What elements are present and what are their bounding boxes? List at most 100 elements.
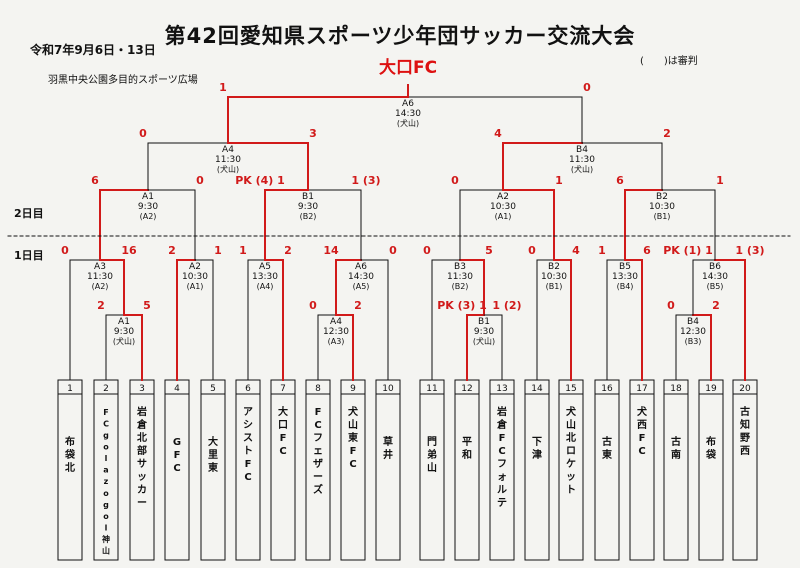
team-number: 14 bbox=[531, 384, 543, 394]
team-name-char: 東 bbox=[602, 448, 612, 461]
team-name-char: l bbox=[105, 454, 108, 463]
team-number: 15 bbox=[565, 384, 576, 394]
match-place: (A4) bbox=[257, 282, 274, 291]
score-right: 1 (3) bbox=[351, 174, 380, 187]
match-place: (犬山) bbox=[571, 164, 593, 174]
team-name-char: g bbox=[103, 431, 109, 440]
team-name-char: 山 bbox=[348, 418, 358, 431]
score-right: 1 (2) bbox=[492, 299, 521, 312]
match-place: (B2) bbox=[452, 282, 469, 291]
team-name-char: 野 bbox=[740, 432, 750, 444]
match-time: 11:30 bbox=[215, 155, 241, 165]
score-left: 14 bbox=[323, 244, 339, 257]
team-name-char: 布 bbox=[65, 435, 75, 448]
match-code: B4 bbox=[687, 317, 699, 327]
team-box bbox=[663, 379, 689, 561]
team-name-char: ッ bbox=[137, 472, 147, 483]
match-place: (B1) bbox=[654, 212, 671, 221]
match-place: (B2) bbox=[300, 212, 317, 221]
team-name-char: F bbox=[174, 450, 181, 461]
score-right: 2 bbox=[712, 299, 720, 312]
match-place: (A1) bbox=[495, 212, 512, 221]
team-name-char: ト bbox=[566, 484, 576, 496]
match-code: A3 bbox=[94, 262, 106, 272]
score-right: 2 bbox=[284, 244, 292, 257]
score-left: 0 bbox=[667, 299, 675, 312]
team-name-char: 草 bbox=[383, 435, 393, 448]
score-left: 6 bbox=[616, 174, 624, 187]
team-name-char: F bbox=[280, 433, 287, 444]
score-left: 6 bbox=[91, 174, 99, 187]
team-name-char: 東 bbox=[348, 431, 358, 444]
match-code: B2 bbox=[656, 192, 668, 202]
team-name-char: 神 bbox=[102, 534, 110, 544]
team-number: 2 bbox=[103, 384, 109, 394]
team-name-char: 倉 bbox=[136, 418, 148, 431]
team-name-char: C bbox=[638, 446, 645, 457]
team-name-char: 布 bbox=[706, 435, 716, 448]
score-left: 2 bbox=[168, 244, 176, 257]
score-right: 0 bbox=[583, 81, 591, 94]
match-code: A2 bbox=[497, 192, 509, 202]
match-time: 14:30 bbox=[702, 272, 728, 282]
team-name-char: 北 bbox=[137, 431, 147, 444]
team-name-char: 岩 bbox=[496, 405, 507, 418]
score-right: 16 bbox=[121, 244, 137, 257]
team-name-char: 和 bbox=[461, 448, 472, 461]
team-name-char: 津 bbox=[532, 448, 542, 461]
match-code: A6 bbox=[355, 262, 367, 272]
match-code: B1 bbox=[478, 317, 490, 327]
team-name-char: F bbox=[245, 459, 252, 470]
score-left: 0 bbox=[451, 174, 459, 187]
team-name-char: 犬 bbox=[348, 405, 359, 418]
score-left: 0 bbox=[423, 244, 431, 257]
score-left: PK (4) 1 bbox=[235, 174, 285, 187]
team-name-char: 東 bbox=[208, 461, 218, 474]
team-name-char: 井 bbox=[383, 448, 393, 461]
day1-label: 1日目 bbox=[14, 249, 44, 262]
team-number: 10 bbox=[382, 384, 394, 394]
team-name-char: 袋 bbox=[64, 448, 76, 461]
match-code: A1 bbox=[118, 317, 130, 327]
day2-label: 2日目 bbox=[14, 207, 44, 220]
team-number: 7 bbox=[280, 384, 286, 394]
team-name-char: 山 bbox=[102, 545, 110, 555]
team-name-char: F bbox=[350, 446, 357, 457]
score-left: PK (3) 1 bbox=[437, 299, 487, 312]
team-number: 20 bbox=[739, 384, 751, 394]
team-name-char: 古 bbox=[671, 435, 681, 448]
team-number: 18 bbox=[670, 384, 682, 394]
team-name-char: 倉 bbox=[496, 418, 508, 431]
score-right: 5 bbox=[485, 244, 493, 257]
team-name-char: ア bbox=[243, 406, 253, 418]
match-time: 9:30 bbox=[138, 202, 158, 212]
team-name-char: G bbox=[173, 437, 181, 448]
team-number: 8 bbox=[315, 384, 321, 394]
team-name-char: ケ bbox=[566, 458, 576, 470]
match-place: (B3) bbox=[685, 337, 702, 346]
score-right: 0 bbox=[389, 244, 397, 257]
team-box bbox=[454, 379, 480, 561]
match-place: (A1) bbox=[187, 282, 204, 291]
match-time: 13:30 bbox=[252, 272, 278, 282]
team-number: 3 bbox=[139, 384, 145, 394]
event-venue: 羽黒中央公園多目的スポーツ広場 bbox=[48, 75, 198, 86]
team-name-char: 北 bbox=[566, 431, 576, 444]
score-left: 0 bbox=[309, 299, 317, 312]
team-number: 17 bbox=[636, 384, 647, 394]
score-right: 3 bbox=[309, 127, 317, 140]
team-name-char: 犬 bbox=[566, 405, 577, 418]
score-right: 1 (3) bbox=[735, 244, 764, 257]
match-place: (A3) bbox=[328, 337, 345, 346]
team-name-char: l bbox=[105, 523, 108, 532]
team-name-char: C bbox=[498, 446, 505, 457]
team-box bbox=[524, 379, 550, 561]
event-date: 令和7年9月6日・13日 bbox=[30, 43, 156, 57]
match-time: 9:30 bbox=[114, 327, 134, 337]
team-box bbox=[375, 379, 401, 561]
team-name-char: フ bbox=[313, 432, 323, 444]
match-time: 9:30 bbox=[298, 202, 318, 212]
team-name-char: 里 bbox=[208, 449, 218, 461]
team-name-char: C bbox=[349, 459, 356, 470]
team-name-char: z bbox=[104, 477, 109, 486]
